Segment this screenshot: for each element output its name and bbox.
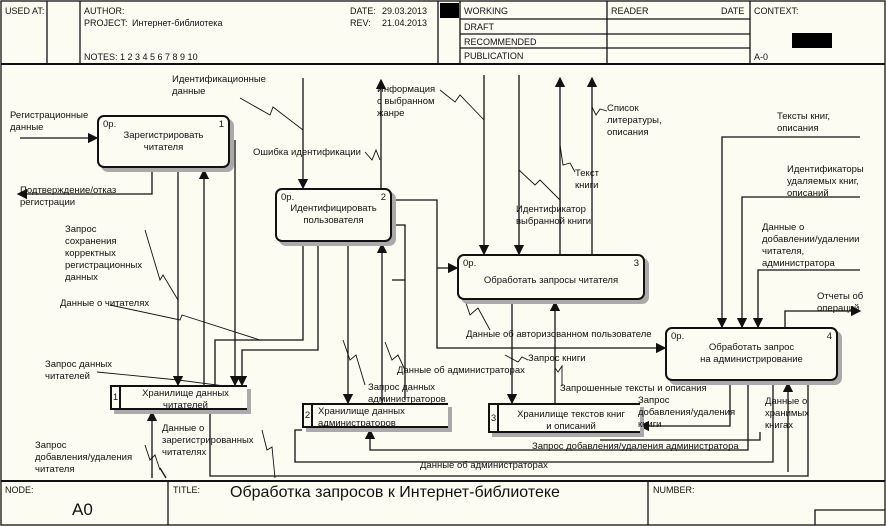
box-cost: 0р. xyxy=(103,119,117,130)
arrow-label: Подтверждение/отказ регистрации xyxy=(20,185,117,208)
working-marker xyxy=(440,3,459,18)
reader-date-label: DATE xyxy=(721,6,745,16)
rev-value: 21.04.2013 xyxy=(382,18,428,28)
used-at-label: USED AT: xyxy=(5,6,45,16)
arrow-label: Список литературы, описания xyxy=(607,103,662,138)
node-value: A0 xyxy=(72,500,93,519)
arrow-label: Тексты книг, описания xyxy=(777,111,831,134)
arrow-label: Запрос добавления/удаления администратор… xyxy=(532,441,739,452)
data-store-1[interactable]: 1 Хранилище данных читателей xyxy=(110,385,247,411)
number-label: NUMBER: xyxy=(653,485,695,495)
status-publication: PUBLICATION xyxy=(464,51,524,61)
arrow-label: Запрошенные тексты и описания xyxy=(560,383,707,394)
author-label: AUTHOR: xyxy=(84,6,125,16)
context-thumbnail xyxy=(792,33,832,48)
arrow-label: Запрос добавления/удаления читателя xyxy=(35,440,133,475)
project-name: Интернет-библиотека xyxy=(132,18,223,28)
status-working: WORKING xyxy=(464,6,508,16)
arrow-label: Идентификатор выбранной книги xyxy=(516,204,592,227)
arrow-label: Данные об администраторах xyxy=(420,460,548,471)
box-label: Обработать запрос на администрирование xyxy=(700,342,803,365)
arrow-label: Запрос сохранения корректных регистрацио… xyxy=(65,224,143,283)
arrow-label: Запрос данных администраторов xyxy=(368,382,446,405)
status-recommended: RECOMMENDED xyxy=(464,37,537,47)
title-label: TITLE: xyxy=(173,485,201,495)
status-draft: DRAFT xyxy=(464,22,494,32)
box-number: 4 xyxy=(826,331,832,342)
data-store-3[interactable]: 3 Хранилище текстов книг и описаний xyxy=(488,403,640,433)
arrow-label: Запрос добавления/удаления книги xyxy=(638,395,736,430)
arrow-label: Данные о читателях xyxy=(60,298,150,309)
box-cost: 0р. xyxy=(671,331,685,342)
context-node: A-0 xyxy=(754,52,769,62)
box-number: 2 xyxy=(380,192,386,203)
box-cost: 0р. xyxy=(463,258,477,269)
box-label: Зарегистрировать читателя xyxy=(123,129,204,153)
arrow-label: Регистрационные данные xyxy=(10,110,89,133)
box-cost: 0р. xyxy=(281,192,295,203)
store-label: Хранилище данных читателей xyxy=(142,388,229,411)
arrow-label: Идентификационные данные xyxy=(172,74,266,97)
context-label: CONTEXT: xyxy=(754,6,799,16)
notes: NOTES: 1 2 3 4 5 6 7 8 9 10 xyxy=(84,52,198,62)
arrow-label: Данные о добавлении/удалении читателя, а… xyxy=(762,222,860,269)
arrow-label: Идентификаторы удаляемых книг, описаний xyxy=(787,164,864,199)
project-label: PROJECT: xyxy=(84,18,128,28)
date-label: DATE: xyxy=(350,6,376,16)
arrow-label: Данные об администраторах xyxy=(397,365,525,376)
diagram-title: Обработка запросов к Интернет-библиотеке xyxy=(230,484,560,501)
box-label: Обработать запросы читателя xyxy=(483,275,619,287)
arrow-label: Данные о зарегистрированных читателях xyxy=(162,423,254,458)
store-number: 1 xyxy=(112,387,121,408)
box-number: 3 xyxy=(633,258,639,269)
arrow-label: Текст книги xyxy=(575,168,599,191)
arrow-label: Запрос данных читателей xyxy=(45,359,113,382)
reader-label: READER xyxy=(611,6,649,16)
arrow-label: Отчеты об операций xyxy=(817,291,864,314)
arrow-label: Запрос книги xyxy=(528,353,586,364)
date-value: 29.03.2013 xyxy=(382,6,428,16)
box-number: 1 xyxy=(218,119,224,130)
arrow-label: Информация с выбранном жанре xyxy=(377,84,436,119)
rev-label: REV: xyxy=(350,18,371,28)
store-number: 2 xyxy=(304,405,313,426)
arrow-label: Ошибка идентификации xyxy=(253,147,361,158)
store-label: Хранилище данных администраторов xyxy=(318,406,405,429)
arrow-label: Данные об авторизованном пользователе xyxy=(466,329,652,340)
arrow-label: Данные о хранимых книгах xyxy=(765,396,809,431)
store-label: Хранилище текстов книг и описаний xyxy=(517,409,625,432)
box-label: Идентифицировать пользователя xyxy=(290,203,377,226)
store-number: 3 xyxy=(490,405,499,431)
node-label: NODE: xyxy=(5,485,34,495)
